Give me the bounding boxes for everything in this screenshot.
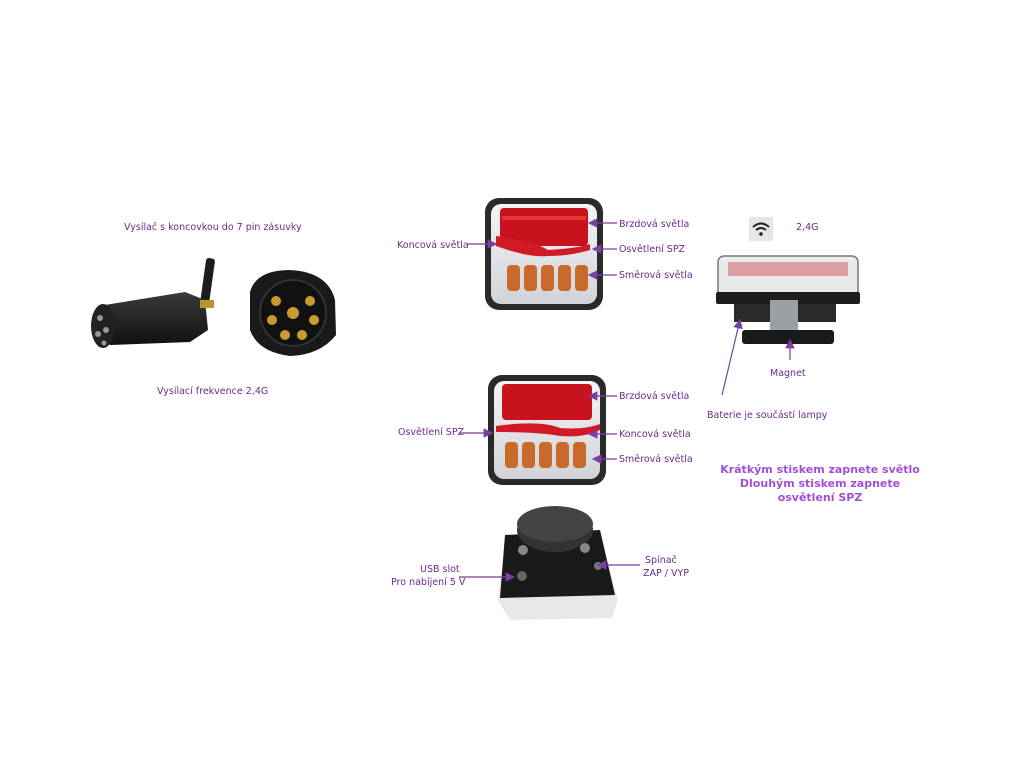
wifi-icon <box>749 217 773 241</box>
lamp-back-image <box>498 506 618 620</box>
switch-label: Spínač <box>645 555 677 566</box>
lamp-front-image-2 <box>488 375 606 485</box>
lamp1-right-label-3: Směrová světla <box>619 270 693 281</box>
instruction-line-2: Dlouhým stiskem zapnete <box>739 477 901 490</box>
lamp1-right-label-1: Brzdová světla <box>619 219 690 230</box>
lamp-side-image <box>716 255 860 344</box>
arrow-icon <box>459 218 795 582</box>
lamp2-right-label-1: Brzdová světla <box>619 391 690 402</box>
usb-slot-label: USB slot <box>420 564 460 575</box>
usb-charging-label: Pro nabíjení 5 V <box>391 577 466 588</box>
lamp1-right-label-2: Osvětlení SPZ <box>619 244 686 255</box>
lamp2-right-label-3: Směrová světla <box>619 454 693 465</box>
magnet-label: Magnet <box>770 368 806 379</box>
switch-onoff-label: ZAP / VYP <box>643 568 690 579</box>
transmitter-title: Vysílač s koncovkou do 7 pin zásuvky <box>124 222 302 233</box>
transmitter-plug-image <box>91 258 215 348</box>
transmitter-plug-front-image <box>250 270 336 356</box>
battery-label: Baterie je součástí lampy <box>707 410 828 421</box>
wifi-label: 2,4G <box>796 222 819 233</box>
transmitter-frequency: Vysílací frekvence 2,4G <box>157 386 269 397</box>
instruction-line-1: Krátkým stiskem zapnete světlo <box>720 463 920 476</box>
instruction-line-3: osvětlení SPZ <box>777 491 863 504</box>
lamp1-left-label: Koncová světla <box>397 240 469 251</box>
lamp2-left-label: Osvětlení SPZ <box>398 427 465 438</box>
lamp-front-image-1 <box>485 198 603 310</box>
instructions: Krátkým stiskem zapnete světlo Dlouhým s… <box>720 463 920 505</box>
lamp2-right-label-2: Koncová světla <box>619 429 691 440</box>
